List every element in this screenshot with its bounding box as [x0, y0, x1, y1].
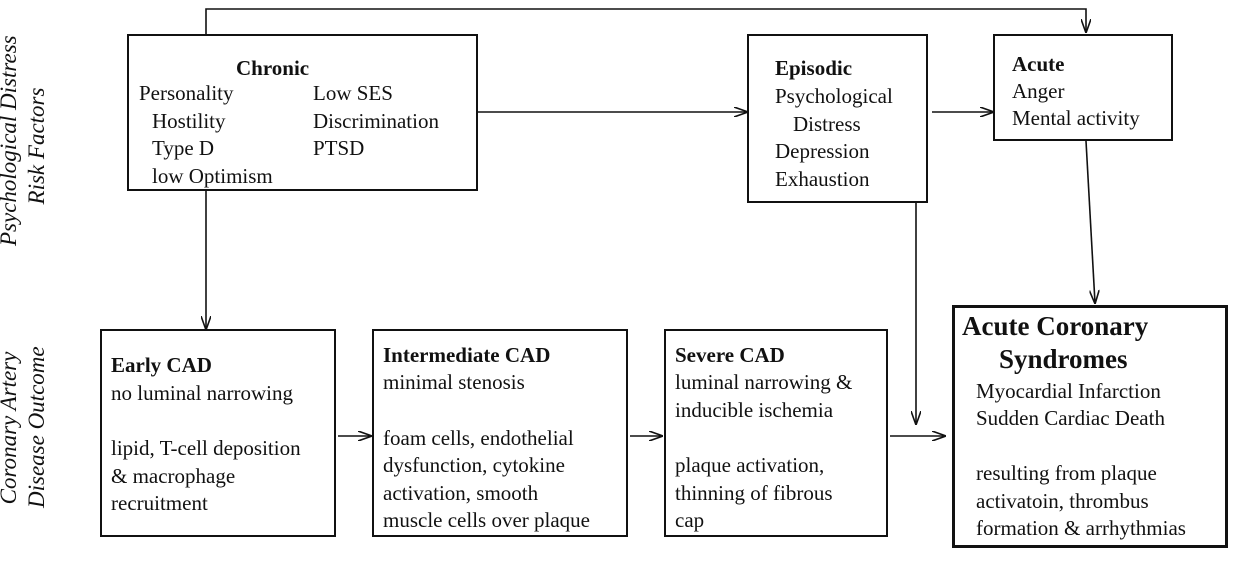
early-cad-item: recruitment [111, 491, 208, 515]
chronic-box: Chronic Personality Hostility Type D low… [127, 34, 478, 191]
severe-cad-box: Severe CAD luminal narrowing & inducible… [664, 329, 888, 537]
episodic-item: Exhaustion [775, 167, 870, 191]
intermediate-cad-title: Intermediate CAD [383, 343, 551, 367]
intermediate-cad-item: dysfunction, cytokine [383, 453, 565, 477]
severe-cad-item: thinning of fibrous [675, 481, 833, 505]
chronic-item: Hostility [152, 109, 226, 133]
early-cad-item: & macrophage [111, 464, 236, 488]
acute-item: Anger [1012, 79, 1065, 103]
chronic-item: low Optimism [152, 164, 273, 188]
acs-item: Myocardial Infarction [976, 379, 1161, 403]
acs-title: Acute Coronary [962, 311, 1149, 341]
early-cad-title: Early CAD [111, 353, 212, 377]
intermediate-cad-item: foam cells, endothelial [383, 426, 574, 450]
acs-item: formation & arrhythmias [976, 516, 1186, 540]
acs-item: Sudden Cardiac Death [976, 406, 1165, 430]
chronic-item: Low SES [313, 81, 393, 105]
acs-title: Syndromes [999, 344, 1128, 374]
severe-cad-item: cap [675, 508, 705, 532]
chronic-item: Type D [152, 136, 215, 160]
early-cad-item: lipid, T-cell deposition [111, 436, 301, 460]
episodic-item: Psychological [775, 84, 893, 108]
intermediate-cad-item: activation, smooth [383, 481, 539, 505]
acute-coronary-syndromes-box: Acute Coronary Syndromes Myocardial Infa… [952, 305, 1228, 548]
arrow-acute-to-acs [1085, 140, 1095, 303]
chronic-item: Discrimination [313, 109, 439, 133]
severe-cad-item: luminal narrowing & [675, 370, 853, 394]
intermediate-cad-box: Intermediate CAD minimal stenosis foam c… [372, 329, 628, 537]
chronic-item: Personality [139, 81, 234, 105]
episodic-item: Depression [775, 139, 870, 163]
severe-cad-item: inducible ischemia [675, 398, 834, 422]
severe-cad-item: plaque activation, [675, 453, 825, 477]
episodic-item: Distress [793, 112, 861, 136]
intermediate-cad-item: muscle cells over plaque [383, 508, 591, 532]
intermediate-cad-item: minimal stenosis [383, 370, 525, 394]
chronic-item: PTSD [313, 136, 365, 160]
early-cad-box: Early CAD no luminal narrowing lipid, T-… [100, 329, 336, 537]
severe-cad-title: Severe CAD [675, 343, 785, 367]
acute-title: Acute [1012, 52, 1065, 76]
chronic-title: Chronic [236, 56, 310, 80]
episodic-box: Episodic Psychological Distress Depressi… [747, 34, 928, 203]
acs-item: resulting from plaque [976, 461, 1157, 485]
early-cad-item: no luminal narrowing [111, 381, 293, 405]
arrow-chronic-to-acute [205, 8, 1086, 34]
acute-box: Acute Anger Mental activity [993, 34, 1173, 141]
acute-item: Mental activity [1012, 106, 1140, 130]
acs-item: activatoin, thrombus [976, 489, 1149, 513]
episodic-title: Episodic [775, 56, 853, 80]
